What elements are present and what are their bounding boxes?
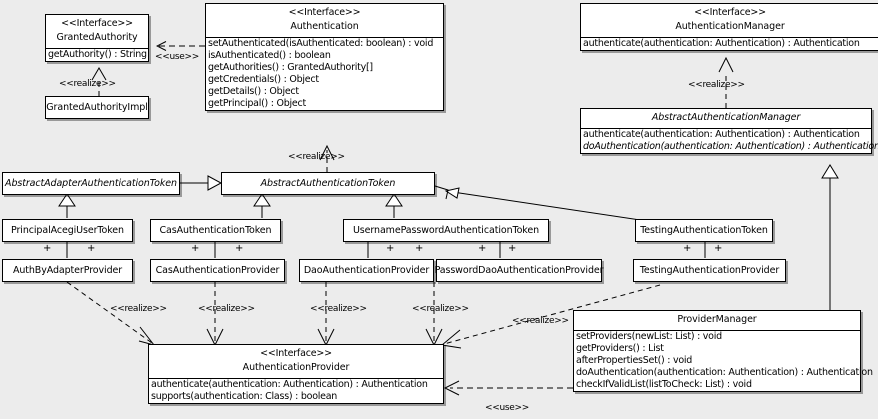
- class-name: CasAuthenticationToken: [159, 224, 272, 236]
- edge-use-providermanager-authenticationprovider: [443, 380, 573, 396]
- multiplicity-plus: +: [714, 243, 723, 254]
- class-name: AuthenticationProvider: [242, 361, 350, 373]
- class-cas-authentication-provider[interactable]: CasAuthenticationProvider: [150, 259, 285, 282]
- multiplicity-plus: +: [683, 243, 692, 254]
- method-compartment: authenticate(authentication: Authenticat…: [149, 377, 443, 403]
- class-granted-authority[interactable]: <<Interface>> GrantedAuthority getAuthor…: [45, 14, 149, 62]
- edge-label-realize-testingauthenticationprovider: <<realize>>: [512, 316, 569, 326]
- stereotype-label: <<Interface>>: [694, 7, 766, 18]
- multiplicity-plus: +: [235, 243, 244, 254]
- class-header: <<Interface>> AuthenticationProvider: [149, 345, 443, 378]
- edge-generalization-adaptertoken: [180, 175, 223, 191]
- method: getPrincipal() : Object: [208, 97, 306, 109]
- class-authentication-provider[interactable]: <<Interface>> AuthenticationProvider aut…: [148, 344, 444, 404]
- method: doAuthentication(authentication: Authent…: [576, 366, 873, 378]
- edge-label-realize-casauthenticationprovider: <<realize>>: [198, 304, 255, 314]
- edge-generalization-castoken: [253, 193, 271, 218]
- multiplicity-plus: +: [191, 243, 200, 254]
- edge-label-realize-abstractauthmanager: <<realize>>: [688, 80, 745, 90]
- multiplicity-plus: +: [87, 243, 96, 254]
- class-name: AbstractAuthenticationToken: [260, 177, 396, 189]
- multiplicity-plus: +: [415, 243, 424, 254]
- class-name: AuthenticationManager: [675, 20, 785, 32]
- class-name: TestingAuthenticationToken: [640, 224, 768, 236]
- method: setAuthenticated(isAuthenticated: boolea…: [208, 37, 434, 49]
- method: getAuthority() : String: [48, 48, 147, 60]
- edge-label-realize-grantedauthorityimpl: <<realize>>: [59, 79, 116, 89]
- edge-label-realize-abstractauthtoken-authentication: <<realize>>: [288, 152, 345, 162]
- method: setProviders(newList: List) : void: [576, 330, 722, 342]
- class-testing-authentication-token[interactable]: TestingAuthenticationToken: [635, 219, 773, 242]
- class-password-dao-authentication-provider[interactable]: PasswordDaoAuthenticationProvider: [434, 259, 604, 282]
- edge-label-realize-daoauthenticationprovider: <<realize>>: [310, 304, 367, 314]
- class-header: <<Interface>> AuthenticationManager: [581, 4, 878, 37]
- class-authentication-manager[interactable]: <<Interface>> AuthenticationManager auth…: [580, 3, 878, 51]
- class-abstract-authentication-manager[interactable]: AbstractAuthenticationManager authentica…: [580, 108, 878, 154]
- method: isAuthenticated() : boolean: [208, 49, 331, 61]
- method: afterPropertiesSet() : void: [576, 354, 693, 366]
- class-testing-authentication-provider[interactable]: TestingAuthenticationProvider: [633, 259, 786, 282]
- edge-label-use-providermanager-authenticationprovider: <<use>>: [485, 403, 529, 413]
- edge-label-use-authentication-grantedauthority: <<use>>: [155, 52, 199, 62]
- method: getCredentials() : Object: [208, 73, 319, 85]
- edge-label-realize-authbyadapterprovider: <<realize>>: [110, 304, 167, 314]
- multiplicity-plus: +: [386, 243, 395, 254]
- method: doAuthentication(authentication: Authent…: [583, 140, 878, 152]
- class-cas-authentication-token[interactable]: CasAuthenticationToken: [150, 219, 281, 242]
- method: supports(authentication: Class) : boolea…: [151, 390, 338, 402]
- method-compartment: setProviders(newList: List) : void getPr…: [574, 329, 873, 391]
- class-header: AbstractAuthenticationManager: [581, 109, 871, 128]
- method-compartment: setAuthenticated(isAuthenticated: boolea…: [206, 36, 443, 110]
- class-name: AbstractAuthenticationManager: [651, 112, 801, 123]
- class-name: PasswordDaoAuthenticationProvider: [434, 264, 604, 276]
- edge-generalization-providermanager: [821, 164, 839, 310]
- class-name: CasAuthenticationProvider: [155, 264, 280, 276]
- class-principal-acegi-user-token[interactable]: PrincipalAcegiUserToken: [2, 219, 133, 242]
- method: authenticate(authentication: Authenticat…: [151, 378, 428, 390]
- method-compartment: authenticate(authentication: Authenticat…: [581, 36, 878, 50]
- class-name: GrantedAuthority: [56, 31, 138, 43]
- edge-generalization-usernamepasswordtoken: [385, 193, 403, 218]
- method: authenticate(authentication: Authenticat…: [583, 128, 860, 140]
- class-name: AbstractAdapterAuthenticationToken: [5, 177, 177, 189]
- class-abstract-adapter-authentication-token[interactable]: AbstractAdapterAuthenticationToken: [2, 172, 180, 195]
- multiplicity-plus: +: [478, 243, 487, 254]
- class-auth-by-adapter-provider[interactable]: AuthByAdapterProvider: [2, 259, 133, 282]
- class-name: Authentication: [290, 20, 359, 32]
- stereotype-label: <<Interface>>: [61, 18, 133, 29]
- multiplicity-plus: +: [43, 243, 52, 254]
- multiplicity-plus: +: [508, 243, 517, 254]
- class-username-password-authentication-token[interactable]: UsernamePasswordAuthenticationToken: [343, 219, 549, 242]
- class-name: PrincipalAcegiUserToken: [11, 224, 124, 236]
- class-header: ProviderManager: [574, 311, 860, 330]
- class-granted-authority-impl[interactable]: GrantedAuthorityImpl: [45, 96, 149, 119]
- class-authentication[interactable]: <<Interface>> Authentication setAuthenti…: [205, 3, 444, 111]
- class-name: ProviderManager: [677, 314, 757, 325]
- edge-generalization-principalacegiusertoken: [58, 193, 76, 218]
- class-dao-authentication-provider[interactable]: DaoAuthenticationProvider: [299, 259, 434, 282]
- class-name: GrantedAuthorityImpl: [46, 101, 148, 113]
- stereotype-label: <<Interface>>: [260, 348, 332, 359]
- method: getDetails() : Object: [208, 85, 299, 97]
- class-abstract-authentication-token[interactable]: AbstractAuthenticationToken: [221, 172, 435, 195]
- edge-label-realize-passworddaoauthenticationprovider: <<realize>>: [412, 304, 469, 314]
- class-name: TestingAuthenticationProvider: [639, 264, 780, 276]
- method: getAuthorities() : GrantedAuthority[]: [208, 61, 373, 73]
- method: authenticate(authentication: Authenticat…: [583, 37, 860, 49]
- method-compartment: getAuthority() : String: [46, 47, 148, 61]
- edge-generalization-testingtoken: [434, 185, 641, 221]
- method: getProviders() : List: [576, 342, 664, 354]
- class-name: UsernamePasswordAuthenticationToken: [352, 224, 540, 236]
- method-compartment: authenticate(authentication: Authenticat…: [581, 127, 878, 153]
- class-header: <<Interface>> Authentication: [206, 4, 443, 37]
- class-name: AuthByAdapterProvider: [12, 264, 123, 276]
- class-provider-manager[interactable]: ProviderManager setProviders(newList: Li…: [573, 310, 873, 392]
- class-header: <<Interface>> GrantedAuthority: [46, 15, 148, 48]
- method: checkIfValidList(listToCheck: List) : vo…: [576, 378, 752, 390]
- stereotype-label: <<Interface>>: [288, 7, 361, 18]
- class-name: DaoAuthenticationProvider: [303, 264, 430, 276]
